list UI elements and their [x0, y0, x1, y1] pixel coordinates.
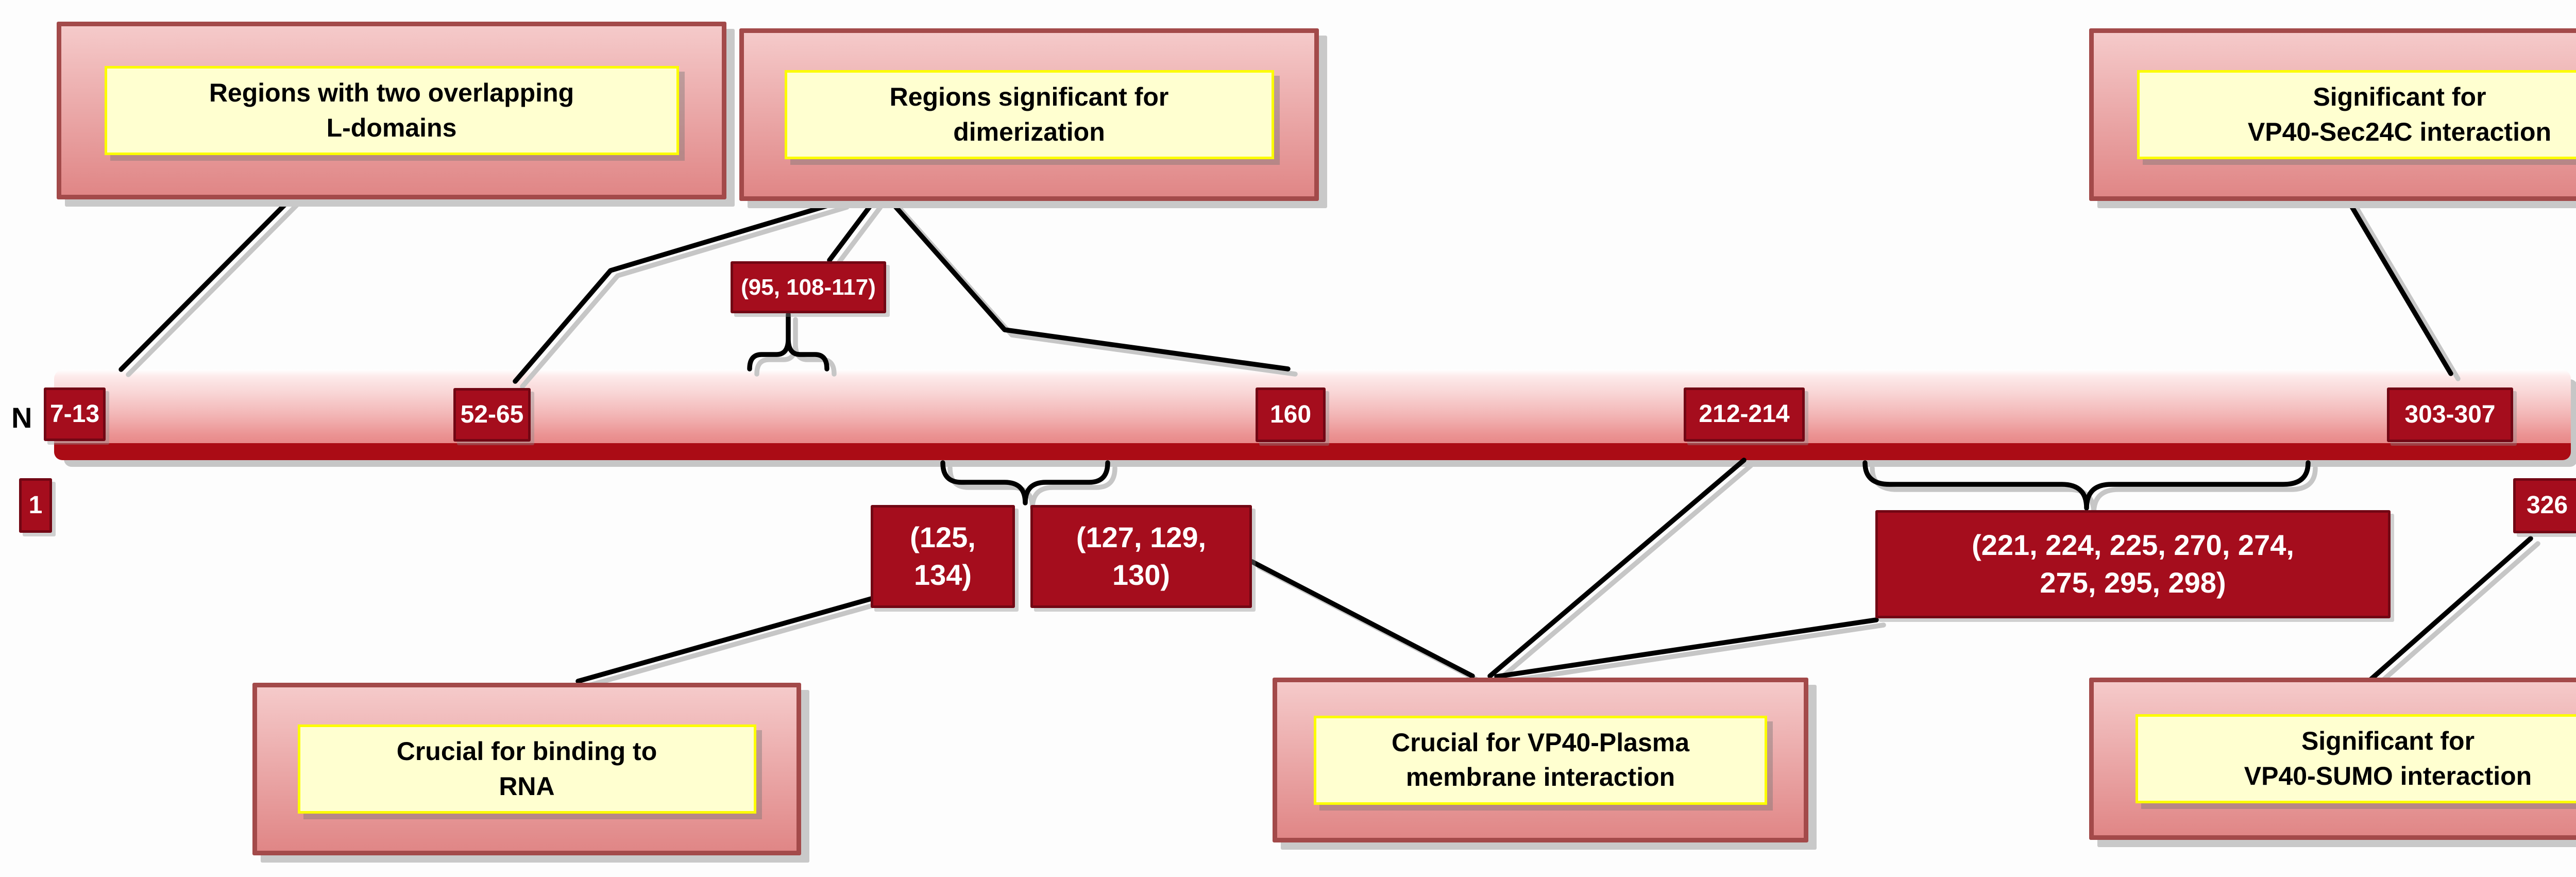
callout-sec24c: Significant for VP40-Sec24C interaction	[2089, 28, 2576, 201]
n-terminus-label: N	[11, 401, 32, 434]
callout-sumo: Significant for VP40-SUMO interaction	[2089, 678, 2576, 840]
callout-rna-binding-text: Crucial for binding to RNA	[297, 724, 756, 814]
callout-rna-binding: Crucial for binding to RNA	[252, 683, 801, 855]
callout-sumo-text: Significant for VP40-SUMO interaction	[2136, 714, 2576, 803]
callout-plasma-membrane-text: Crucial for VP40-Plasma membrane interac…	[1314, 715, 1767, 805]
residue-group-95-108-117: (95, 108-117)	[731, 261, 886, 313]
residue-group-125-134: (125, 134)	[871, 505, 1015, 608]
callout-dimerization: Regions significant for dimerization	[739, 28, 1319, 201]
start-residue-box: 1	[19, 478, 52, 533]
residue-chip-52-65: 52-65	[453, 388, 531, 442]
callout-l-domains-text: Regions with two overlapping L-domains	[104, 66, 679, 155]
protein-bar-bottom-strip	[54, 443, 2571, 460]
residue-chip-303-307: 303-307	[2387, 387, 2513, 442]
residue-chip-7-13: 7-13	[44, 387, 106, 441]
residue-group-221-298: (221, 224, 225, 270, 274, 275, 295, 298)	[1875, 510, 2391, 618]
residue-chip-160: 160	[1256, 387, 1326, 442]
residue-group-127-129-130: (127, 129, 130)	[1030, 505, 1252, 608]
callout-l-domains: Regions with two overlapping L-domains	[57, 22, 726, 199]
callout-plasma-membrane: Crucial for VP40-Plasma membrane interac…	[1273, 678, 1808, 842]
end-residue-box: 326	[2513, 478, 2576, 533]
callout-sec24c-text: Significant for VP40-Sec24C interaction	[2137, 70, 2576, 159]
callout-dimerization-text: Regions significant for dimerization	[784, 70, 1274, 159]
residue-chip-212-214: 212-214	[1684, 387, 1805, 442]
